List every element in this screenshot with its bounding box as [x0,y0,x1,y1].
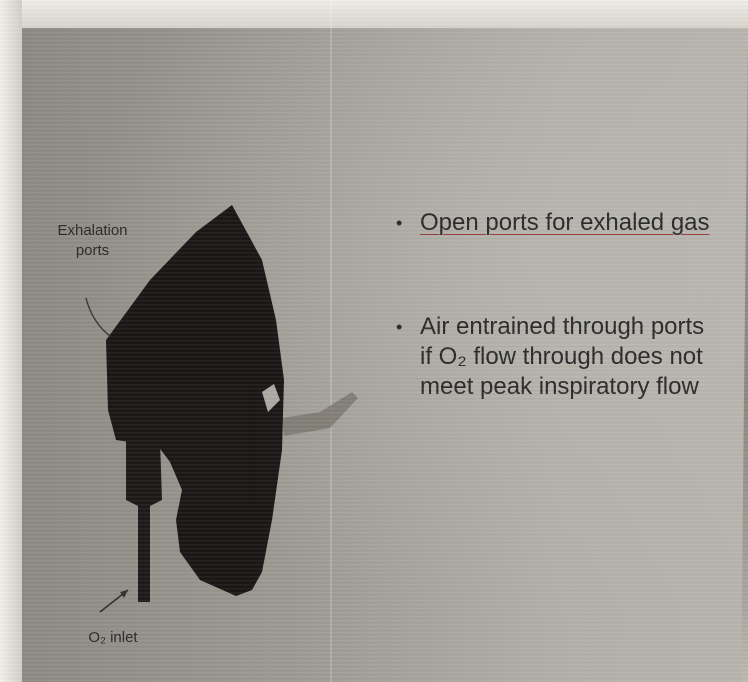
mask-body [106,205,284,596]
bullet-text: Open ports for exhaled gas [420,209,710,236]
mask-strap [282,392,358,436]
bullet-item: • Air entrained through ports if O₂ flow… [390,312,710,402]
bullet-dot-icon: • [396,312,402,342]
exhalation-leader-line [86,298,110,336]
o2-inlet-tube [126,440,162,602]
bullet-text: Air entrained through ports if O₂ flow t… [420,313,704,400]
exhalation-ports-label: Exhalation ports [40,221,145,261]
o2-inlet-arrow-head [120,590,128,598]
bullet-item: • Open ports for exhaled gas [390,208,710,238]
bullet-dot-icon: • [396,208,402,238]
bullet-list: • Open ports for exhaled gas • Air entra… [390,208,710,502]
o2-inlet-label: O₂ inlet [68,628,158,648]
